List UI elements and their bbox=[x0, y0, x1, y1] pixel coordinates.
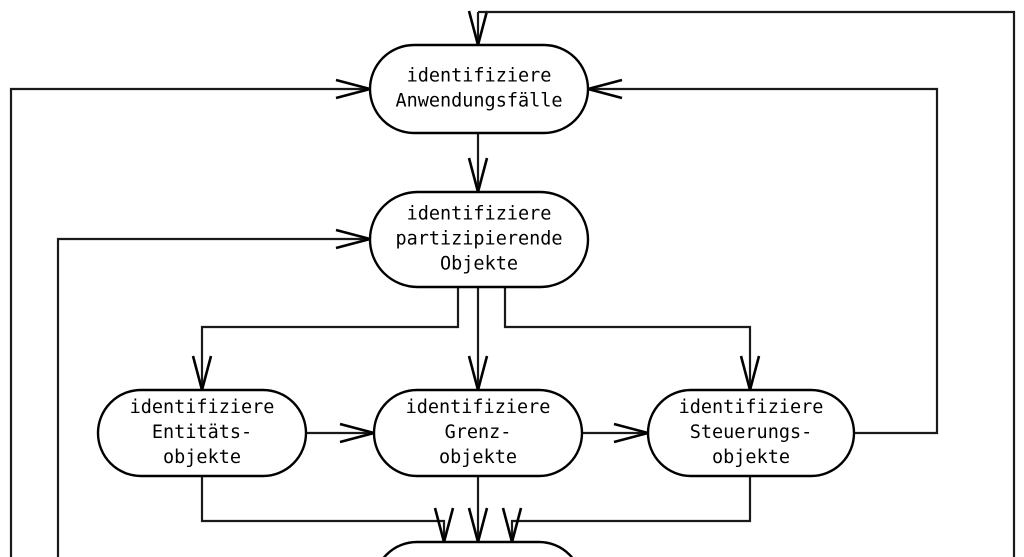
identifiziere-anwendungsfaelle-shape bbox=[368, 43, 590, 135]
edge-n3-down-to-bottom bbox=[200, 476, 446, 542]
node-bottom-node-clipped[interactable] bbox=[374, 540, 582, 557]
identifiziere-steuerungsobjekte-label-line-1: Steuerungs- bbox=[690, 422, 813, 443]
identifiziere-partizipierende-objekte-shape bbox=[368, 190, 590, 289]
edge-left-outer-feedback-to-n1 bbox=[9, 87, 370, 557]
identifiziere-partizipierende-objekte-label-line-0: identifiziere bbox=[407, 204, 552, 225]
edge-farright-feedback-to-top bbox=[478, 10, 1016, 557]
edge-n5-down-to-bottom bbox=[510, 476, 752, 542]
edge-n5-feedback-to-n1 bbox=[588, 87, 939, 435]
identifiziere-partizipierende-objekte-label-line-1: partizipierende bbox=[395, 229, 562, 250]
identifiziere-grenzobjekte-shape bbox=[372, 388, 584, 478]
identifiziere-anwendungsfaelle-label-line-0: identifiziere bbox=[407, 66, 552, 87]
identifiziere-steuerungsobjekte-label-line-0: identifiziere bbox=[679, 397, 824, 418]
identifiziere-grenzobjekte-label-line-0: identifiziere bbox=[406, 397, 551, 418]
edge-n2-branch-right-to-n5 bbox=[503, 287, 752, 390]
identifiziere-steuerungsobjekte-shape bbox=[646, 388, 856, 478]
identifiziere-entitaetsobjekte-label-line-0: identifiziere bbox=[130, 397, 275, 418]
identifiziere-anwendungsfaelle-label-line-1: Anwendungsfälle bbox=[395, 91, 562, 112]
identifiziere-entitaetsobjekte-label-line-1: Entitäts- bbox=[152, 422, 252, 443]
identifiziere-grenzobjekte-label-line-2: objekte bbox=[439, 447, 517, 468]
identifiziere-steuerungsobjekte-label-line-2: objekte bbox=[712, 447, 790, 468]
bottom-node-clipped-shape bbox=[382, 540, 574, 557]
identifiziere-grenzobjekte-label-line-1: Grenz- bbox=[445, 422, 512, 443]
identifiziere-entitaetsobjekte-shape bbox=[96, 388, 308, 478]
identifiziere-partizipierende-objekte-label-line-2: Objekte bbox=[440, 254, 518, 275]
identifiziere-entitaetsobjekte-label-line-2: objekte bbox=[163, 447, 241, 468]
edge-left-inner-feedback-to-n2 bbox=[56, 237, 370, 557]
edge-n2-branch-left-to-n3 bbox=[200, 287, 460, 390]
